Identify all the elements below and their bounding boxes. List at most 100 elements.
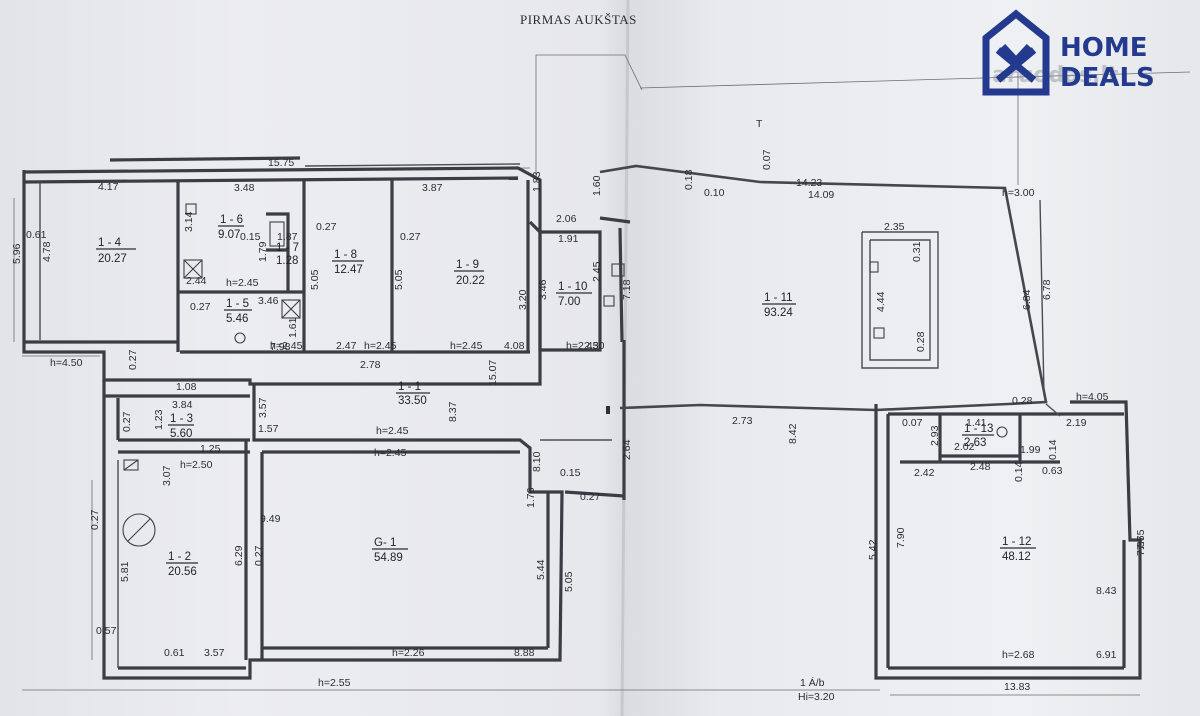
dimension-label: h=2.50 bbox=[180, 459, 213, 471]
home-deals-logo: HOME DEALS bbox=[982, 9, 1155, 96]
svg-text:1 - 1: 1 - 1 bbox=[398, 381, 421, 393]
dimension-label: 5.81 bbox=[119, 561, 131, 582]
dimension-label: 6.91 bbox=[1096, 649, 1117, 661]
dimension-label: h=2.45 bbox=[0, 0, 33, 3]
svg-text:33.50: 33.50 bbox=[398, 395, 427, 407]
svg-text:1 - 5: 1 - 5 bbox=[226, 298, 249, 310]
dimension-label: 9.49 bbox=[260, 513, 281, 525]
dimension-label: 4.78 bbox=[41, 241, 53, 262]
svg-text:1 - 9: 1 - 9 bbox=[456, 259, 479, 271]
dimension-label: 0.63 bbox=[1042, 465, 1063, 477]
logo-line-1: HOME bbox=[1060, 33, 1148, 63]
dimension-label: 5.44 bbox=[535, 559, 547, 580]
logo-line-2: DEALS bbox=[1060, 63, 1155, 93]
room-labels: 1 - 4 20.27 1 - 6 9.07 1 - 7 1.28 1 - 8 … bbox=[96, 214, 1036, 578]
dimension-label: 3.46 bbox=[258, 295, 279, 307]
dimension-label: h=2.45 bbox=[374, 447, 407, 459]
svg-text:5.60: 5.60 bbox=[170, 428, 192, 440]
svg-text:1.28: 1.28 bbox=[276, 255, 298, 267]
dimension-label: 0.18 bbox=[683, 169, 695, 190]
footer-line-2: Hi=3.20 bbox=[798, 691, 835, 703]
dimension-label: 0.07 bbox=[761, 149, 773, 170]
svg-text:1 - 10: 1 - 10 bbox=[558, 281, 587, 293]
dimension-label: 2.02 bbox=[954, 441, 975, 453]
dimension-label: 1.83 bbox=[531, 171, 543, 192]
dimension-label: 0.28 bbox=[915, 331, 927, 352]
dimension-label: 1.57 bbox=[258, 423, 279, 435]
footer-line-1: 1 Á/b bbox=[800, 676, 825, 689]
dimension-label: 0.61 bbox=[164, 647, 185, 659]
dimension-label: 1.60 bbox=[591, 175, 603, 196]
room-label: 1 - 10 7.00 bbox=[556, 281, 592, 308]
svg-text:1 - 2: 1 - 2 bbox=[168, 551, 191, 563]
dimension-label: 6.78 bbox=[1041, 279, 1053, 300]
dimension-label: 14.09 bbox=[808, 189, 834, 201]
dimension-label: h=2.45 bbox=[226, 277, 259, 289]
right-wing bbox=[599, 164, 1048, 412]
dimension-label: 1.61 bbox=[287, 317, 299, 338]
svg-text:20.56: 20.56 bbox=[168, 566, 197, 578]
dimension-label: 1.91 bbox=[558, 233, 579, 245]
dimension-label: 0.07 bbox=[902, 417, 923, 429]
dimension-label: 2.06 bbox=[556, 213, 577, 225]
dimension-label: 4.17 bbox=[98, 181, 119, 193]
dimension-label: 7.65 bbox=[1135, 529, 1147, 550]
dimension-label: 0.61 bbox=[26, 229, 47, 241]
dimension-label: 15.75 bbox=[268, 157, 294, 169]
dimension-label: 0.57 bbox=[96, 625, 117, 637]
dimension-label: h=2.45 bbox=[566, 340, 599, 352]
dimension-label: h=2.45 bbox=[450, 340, 483, 352]
dimension-label: h=3.00 bbox=[1002, 187, 1035, 199]
room-label: 1 - 13 2.63 bbox=[962, 423, 994, 449]
dimension-label: 8.43 bbox=[1096, 585, 1117, 597]
dimension-label: 2.42 bbox=[914, 467, 935, 479]
svg-text:48.12: 48.12 bbox=[1002, 551, 1031, 563]
dimension-label: h=2.26 bbox=[392, 647, 425, 659]
dimension-label: 5.05 bbox=[309, 269, 321, 290]
dimension-label: 3.07 bbox=[161, 465, 173, 486]
dimension-label: h=4.50 bbox=[50, 357, 83, 369]
dimension-label: 8.88 bbox=[514, 647, 535, 659]
svg-text:20.27: 20.27 bbox=[98, 253, 127, 265]
svg-text:G- 1: G- 1 bbox=[374, 537, 396, 549]
dimension-label: 0.27 bbox=[89, 509, 101, 530]
dimension-label: 7.37 bbox=[1135, 535, 1147, 556]
dimension-label: 0.15 bbox=[560, 467, 581, 479]
dimension-label: 2.44 bbox=[186, 275, 207, 287]
dimension-label: 7.18 bbox=[621, 279, 633, 300]
dimension-label: 3.46 bbox=[537, 279, 549, 300]
dimension-label: 0.14 bbox=[1047, 439, 1059, 460]
dimension-label: h=2.45 bbox=[270, 340, 303, 352]
dimension-label: 4.44 bbox=[875, 291, 887, 312]
room-label: 1 - 11 93.24 bbox=[762, 292, 796, 319]
dimension-label: 8.37 bbox=[447, 401, 459, 422]
dimension-label: 14.23 bbox=[796, 177, 822, 189]
dimension-label: 1.76 bbox=[525, 487, 537, 508]
dimension-label: 0.27 bbox=[316, 221, 337, 233]
dimension-label: 2.30 bbox=[584, 340, 605, 352]
dimension-label: 0.14 bbox=[1013, 461, 1025, 482]
room-label: 1 - 12 48.12 bbox=[1000, 536, 1036, 563]
svg-text:1 - 8: 1 - 8 bbox=[334, 249, 357, 261]
room-12-block bbox=[874, 400, 1142, 680]
dimension-label: 1.23 bbox=[153, 409, 165, 430]
dimension-label: 3.14 bbox=[183, 211, 195, 232]
svg-text:1 - 7: 1 - 7 bbox=[276, 242, 299, 254]
dimension-label: h=4.05 bbox=[1076, 391, 1109, 403]
dimension-label: 0.31 bbox=[911, 241, 923, 262]
svg-text:12.47: 12.47 bbox=[334, 264, 363, 276]
dimension-label: 1.41 bbox=[966, 417, 987, 429]
svg-text:1 - 4: 1 - 4 bbox=[98, 237, 122, 249]
dimension-label: 4.08 bbox=[504, 340, 525, 352]
svg-text:9.07: 9.07 bbox=[218, 229, 240, 241]
dimension-label: 0.27 bbox=[580, 491, 601, 503]
dimension-label: 3.48 bbox=[234, 182, 255, 194]
svg-text:5.46: 5.46 bbox=[226, 313, 248, 325]
fixtures bbox=[122, 203, 1008, 547]
dimension-label: 0.27 bbox=[190, 301, 211, 313]
dimension-label: 1.08 bbox=[176, 381, 197, 393]
svg-text:20.22: 20.22 bbox=[456, 275, 485, 287]
